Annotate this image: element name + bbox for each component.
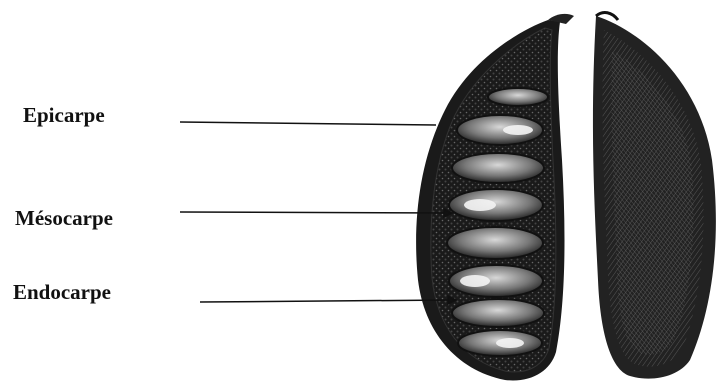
open-pod-half xyxy=(416,14,574,381)
endocarp-pointer xyxy=(200,300,452,302)
epicarp-pointer xyxy=(180,122,436,125)
closed-pod-half xyxy=(593,13,716,379)
label-epicarp: Epicarpe xyxy=(23,103,105,128)
label-mesocarp: Mésocarpe xyxy=(15,206,113,231)
mesocarp-pointer xyxy=(180,212,450,213)
pointer-lines xyxy=(180,122,456,304)
label-endocarp: Endocarpe xyxy=(13,280,111,305)
